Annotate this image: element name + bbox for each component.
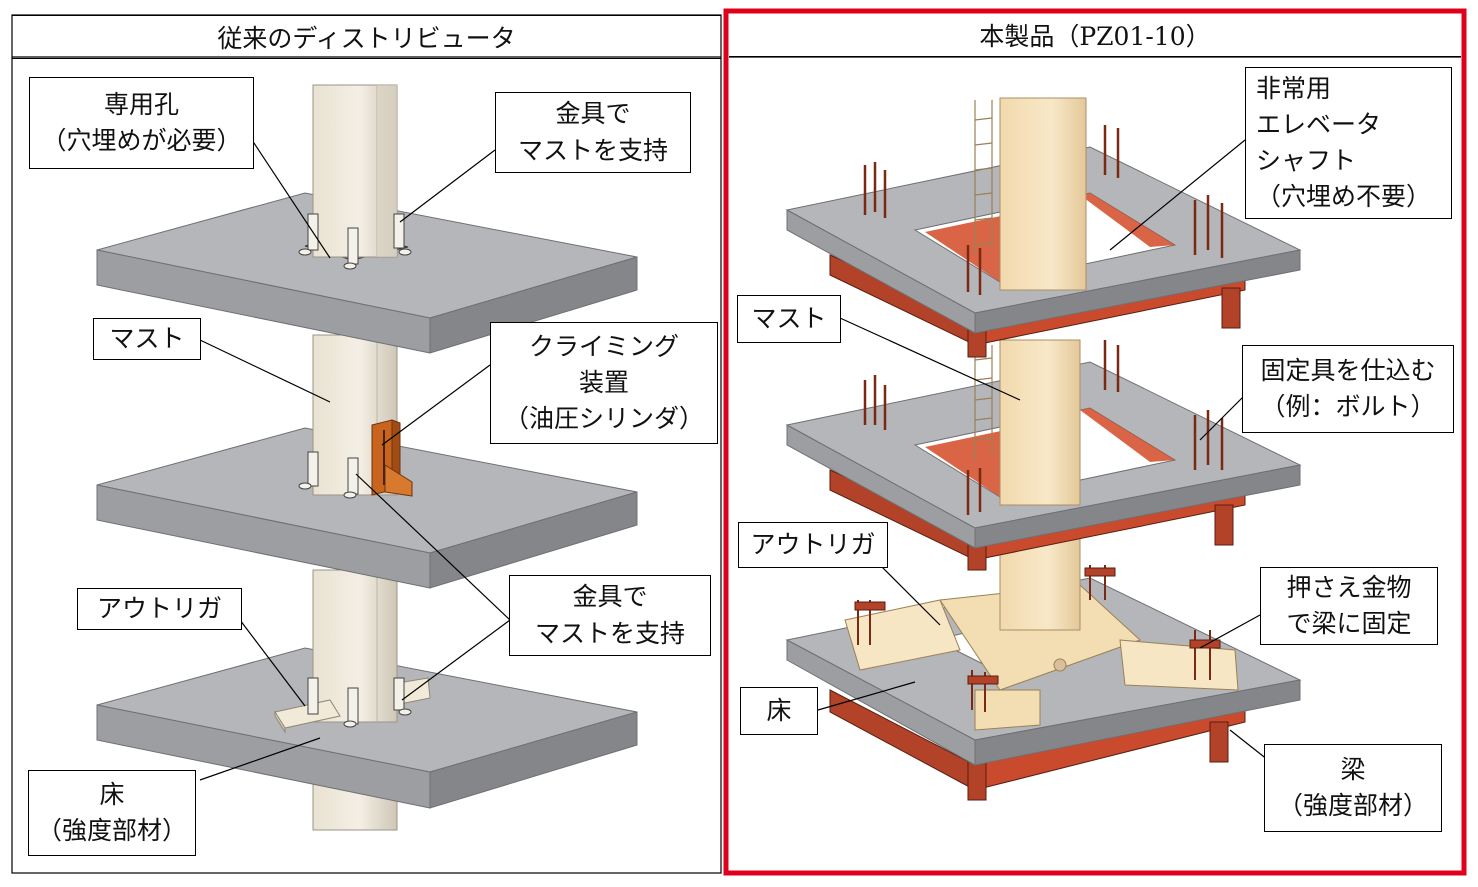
label-outrigger-right: アウトリガ (738, 522, 888, 568)
label-text: 固定具を仕込む (1260, 355, 1436, 385)
label-clamp: 押さえ金物 で梁に固定 (1260, 567, 1438, 645)
label-text: 床 (766, 695, 792, 725)
label-text: マスト (109, 323, 185, 353)
label-text: 押さえ金物 (1286, 572, 1412, 602)
label-text: （油圧シリンダ） (503, 404, 704, 434)
label-text: マストを支持 (517, 135, 668, 165)
label-mast-left: マスト (93, 318, 201, 360)
label-mast-right: マスト (737, 295, 841, 343)
label-text: （例：ボルト） (1260, 392, 1436, 421)
label-climbing-device: クライミング 装置 （油圧シリンダ） (490, 322, 718, 444)
label-outrigger-left: アウトリガ (77, 588, 242, 630)
label-text: 床 (99, 779, 125, 809)
label-text: で梁に固定 (1286, 609, 1412, 638)
label-text: アウトリガ (96, 593, 222, 623)
label-dedicated-hole: 専用孔 （穴埋めが必要） (29, 77, 254, 169)
label-text: （穴埋めが必要） (41, 126, 242, 155)
right-panel-title: 本製品（PZ01-10） (729, 14, 1461, 57)
label-text: 金具で (572, 582, 648, 612)
right-illustration (785, 97, 1302, 801)
label-floor-right: 床 (740, 687, 818, 735)
label-beam: 梁 （強度部材） (1264, 744, 1442, 832)
right-leaders (817, 139, 1269, 761)
label-text: 装置 (578, 367, 629, 397)
label-text: クライミング (528, 331, 679, 361)
label-text: アウトリガ (750, 529, 876, 559)
label-text: エレベータ (1256, 109, 1382, 139)
label-text: マストを支持 (534, 618, 685, 648)
label-fixture: 固定具を仕込む （例：ボルト） (1242, 345, 1454, 433)
bolts-mid (863, 340, 1224, 515)
label-text: 専用孔 (103, 89, 179, 119)
label-text: （強度部材） (36, 816, 187, 845)
climbing-device (371, 419, 413, 497)
label-floor-left: 床 （強度部材） (28, 770, 196, 856)
bolts-top (863, 125, 1224, 295)
label-bracket-bottom: 金具で マストを支持 (509, 575, 711, 656)
left-illustration (96, 84, 638, 831)
label-shaft: 非常用 エレベータ シャフト （穴埋め不要） (1245, 67, 1452, 219)
label-text: マスト (751, 303, 827, 333)
ladder-mid (974, 345, 993, 460)
label-bracket-top: 金具で マストを支持 (495, 92, 691, 173)
label-text: 梁 (1340, 754, 1366, 784)
left-panel-title: 従来のディストリビュータ (12, 15, 721, 59)
label-text: （強度部材） (1277, 791, 1428, 820)
label-text: 非常用 (1256, 73, 1332, 103)
label-text: シャフト (1256, 146, 1357, 175)
label-text: （穴埋め不要） (1256, 182, 1432, 212)
left-leaders (199, 139, 511, 781)
outrigger-frame (844, 565, 1239, 731)
ladder-top (974, 100, 993, 255)
label-text: 金具で (555, 99, 631, 129)
